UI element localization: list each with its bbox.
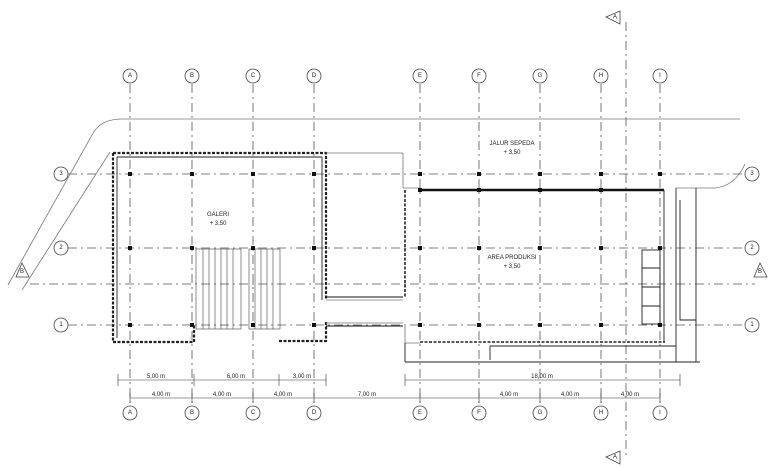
vertical-grid-lines <box>129 84 661 405</box>
section-lines <box>30 22 755 455</box>
svg-text:I: I <box>659 410 661 416</box>
area-produksi-name: AREA PRODUKSI <box>487 255 536 261</box>
svg-text:2: 2 <box>750 245 754 251</box>
svg-text:C: C <box>251 73 256 79</box>
grid-bubble-a-top: A <box>122 68 138 84</box>
area-produksi-level: + 3,50 <box>504 264 522 270</box>
dimension-chain-lower: 4,00 m 4,00 m 4,00 m 7,00 m 4,00 m 4,00 … <box>129 392 661 403</box>
galeri-name: GALERI <box>207 212 229 218</box>
section-marker-a-top: A <box>605 10 621 25</box>
svg-text:F: F <box>477 410 481 416</box>
dim-upper-1: 5,00 m <box>147 374 165 380</box>
grid-bubble-3-left: 3 <box>53 166 69 182</box>
svg-text:C: C <box>251 410 256 416</box>
jalur-sepeda-name: JALUR SEPEDA <box>489 141 534 147</box>
section-marker-b-right: B <box>753 262 768 278</box>
site-boundary <box>7 118 746 291</box>
dim-lower-7: 4,00 m <box>500 392 518 398</box>
dim-lower-8: 4,00 m <box>561 392 579 398</box>
svg-text:A: A <box>613 15 617 21</box>
connector-bridge <box>326 152 404 327</box>
svg-text:B: B <box>190 73 194 79</box>
svg-text:H: H <box>599 73 603 79</box>
svg-text:1: 1 <box>750 322 754 328</box>
galeri-level: + 3,50 <box>210 221 228 227</box>
svg-text:D: D <box>312 73 317 79</box>
svg-text:G: G <box>538 73 543 79</box>
svg-text:E: E <box>418 73 422 79</box>
dim-upper-3: 3,00 m <box>293 374 311 380</box>
dim-upper-4: 18,00 m <box>531 374 553 380</box>
grid-bubble-e-bottom: E <box>412 405 428 421</box>
grid-bubble-d-top: D <box>306 68 322 84</box>
grid-bubbles-top: A B C D E F G H I <box>122 68 668 84</box>
dim-lower-5: 7,00 m <box>358 392 376 398</box>
grid-bubble-b-top: B <box>184 68 200 84</box>
grid-bubbles-right: 3 2 1 <box>744 166 760 333</box>
dim-lower-1: 4,00 m <box>152 392 170 398</box>
svg-text:H: H <box>599 410 603 416</box>
grid-bubble-a-bottom: A <box>122 405 138 421</box>
svg-text:B: B <box>758 269 762 275</box>
grid-bubble-2-left: 2 <box>53 240 69 256</box>
svg-text:A: A <box>128 73 132 79</box>
produksi-walls <box>403 187 700 363</box>
section-marker-b-left: B <box>15 262 30 278</box>
grid-bubble-d-bottom: D <box>306 405 322 421</box>
dim-lower-2: 4,00 m <box>213 392 231 398</box>
grid-bubble-1-right: 1 <box>744 317 760 333</box>
svg-text:1: 1 <box>59 322 63 328</box>
section-marker-a-bottom: A <box>605 450 621 465</box>
dim-upper-2: 6,00 m <box>227 374 245 380</box>
grid-bubble-h-bottom: H <box>593 405 609 421</box>
grid-bubbles-left: 3 2 1 <box>53 166 69 333</box>
svg-text:A: A <box>128 410 132 416</box>
grid-bubble-f-bottom: F <box>471 405 487 421</box>
grid-bubble-2-right: 2 <box>744 240 760 256</box>
section-markers: A A B B <box>15 10 768 465</box>
svg-text:A: A <box>613 455 617 461</box>
dimension-chain-upper: 5,00 m 6,00 m 3,00 m 18,00 m <box>117 374 681 386</box>
room-labels: GALERI + 3,50 JALUR SEPEDA + 3,50 AREA P… <box>207 141 537 270</box>
svg-text:3: 3 <box>750 171 754 177</box>
grid-bubble-c-top: C <box>245 68 261 84</box>
svg-text:G: G <box>538 410 543 416</box>
svg-text:B: B <box>190 410 194 416</box>
grid-bubble-h-top: H <box>593 68 609 84</box>
svg-text:D: D <box>312 410 317 416</box>
svg-text:F: F <box>477 73 481 79</box>
structural-columns <box>128 172 662 327</box>
horizontal-grid-lines <box>68 173 744 326</box>
svg-text:I: I <box>659 73 661 79</box>
galeri-stairs <box>195 248 281 330</box>
dim-lower-9: 4,00 m <box>621 392 639 398</box>
grid-bubble-i-bottom: I <box>652 405 668 421</box>
grid-bubble-3-right: 3 <box>744 166 760 182</box>
grid-bubble-e-top: E <box>412 68 428 84</box>
grid-bubble-g-bottom: G <box>532 405 548 421</box>
svg-text:2: 2 <box>59 245 63 251</box>
grid-bubble-g-top: G <box>532 68 548 84</box>
jalur-sepeda-level: + 3,50 <box>504 150 522 156</box>
svg-text:B: B <box>20 269 24 275</box>
svg-text:E: E <box>418 410 422 416</box>
grid-bubble-c-bottom: C <box>245 405 261 421</box>
svg-text:3: 3 <box>59 171 63 177</box>
grid-bubbles-bottom: A B C D E F G H I <box>122 405 668 421</box>
grid-bubble-i-top: I <box>652 68 668 84</box>
grid-bubble-b-bottom: B <box>184 405 200 421</box>
dim-lower-3: 4,00 m <box>274 392 292 398</box>
grid-bubble-f-top: F <box>471 68 487 84</box>
grid-bubble-1-left: 1 <box>53 317 69 333</box>
galeri-walls <box>111 151 328 344</box>
